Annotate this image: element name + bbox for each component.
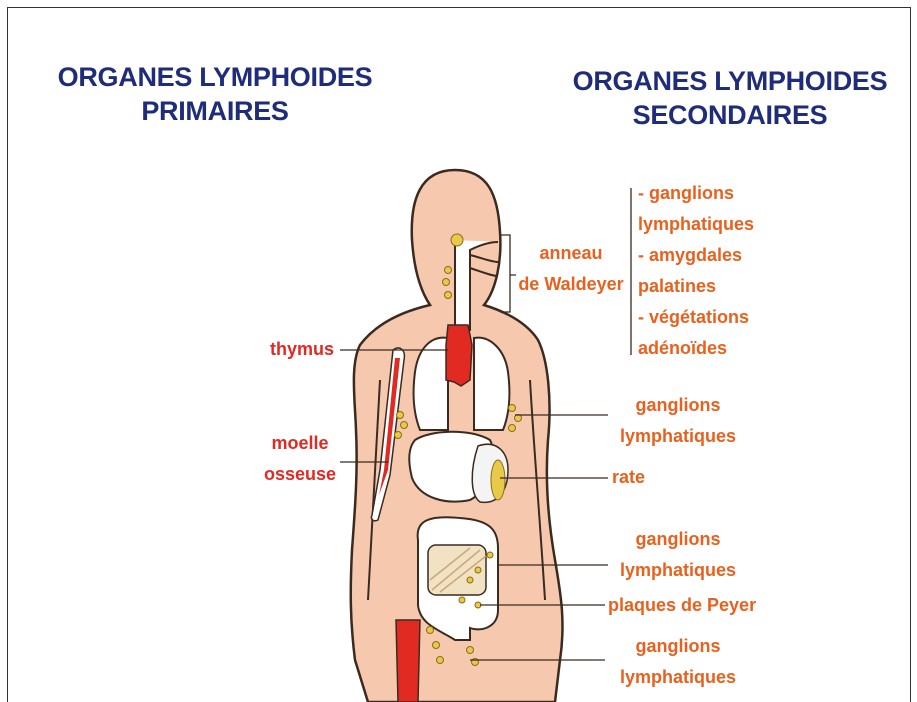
list-line1: - ganglions xyxy=(638,178,754,209)
label-lymph-nodes-abdominal: ganglions lymphatiques xyxy=(608,524,748,586)
thymus-organ xyxy=(446,325,472,386)
label-waldeyer-line2: de Waldeyer xyxy=(512,269,630,300)
label-peyer-patches: plaques de Peyer xyxy=(608,590,756,621)
label-lymph-nodes-axillary-line2: lymphatiques xyxy=(608,421,748,452)
label-lymph-nodes-inguinal: ganglions lymphatiques xyxy=(608,631,748,693)
label-bone-marrow: moelle osseuse xyxy=(258,428,342,490)
label-waldeyer-ring: anneau de Waldeyer xyxy=(512,238,630,300)
spleen xyxy=(491,460,505,500)
list-line2: lymphatiques xyxy=(638,209,754,240)
list-line6: adénoïdes xyxy=(638,333,754,364)
label-lymph-nodes-abdominal-line2: lymphatiques xyxy=(608,555,748,586)
label-lymph-nodes-abdominal-line1: ganglions xyxy=(608,524,748,555)
label-bone-marrow-line1: moelle xyxy=(258,428,342,459)
label-bone-marrow-line2: osseuse xyxy=(258,459,342,490)
list-line4: palatines xyxy=(638,271,754,302)
waldeyer-components-list: - ganglions lymphatiques - amygdales pal… xyxy=(638,178,754,364)
list-line5: - végétations xyxy=(638,302,754,333)
label-lymph-nodes-inguinal-line1: ganglions xyxy=(608,631,748,662)
label-lymph-nodes-inguinal-line2: lymphatiques xyxy=(608,662,748,693)
label-waldeyer-line1: anneau xyxy=(512,238,630,269)
label-thymus: thymus xyxy=(270,334,334,365)
leg-bone-marrow xyxy=(396,620,420,702)
label-spleen: rate xyxy=(612,462,645,493)
label-lymph-nodes-axillary-line1: ganglions xyxy=(608,390,748,421)
list-line3: - amygdales xyxy=(638,240,754,271)
label-lymph-nodes-axillary: ganglions lymphatiques xyxy=(608,390,748,452)
